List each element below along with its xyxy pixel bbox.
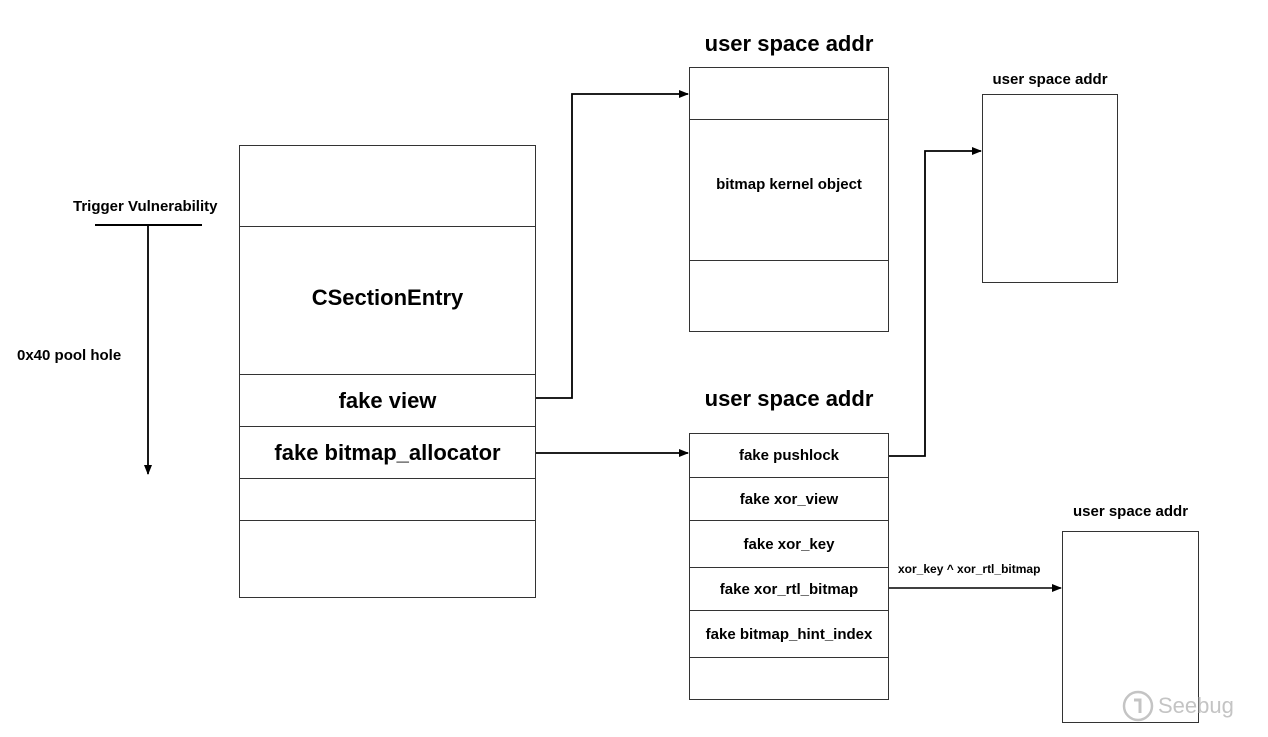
mid-user-space-title: user space addr xyxy=(704,386,874,411)
mid-user-cell-fake-xor-rtl-bitmap: fake xor_rtl_bitmap xyxy=(690,567,888,610)
right-top-user-space-block xyxy=(982,94,1118,283)
pool-cell-empty-1 xyxy=(240,478,535,520)
top-user-space-block: bitmap kernel object xyxy=(689,67,889,332)
top-user-cell-0 xyxy=(690,68,888,119)
top-user-space-title: user space addr xyxy=(704,31,874,56)
right-bottom-user-space-title: user space addr xyxy=(1072,503,1189,520)
pool-hole-label: 0x40 pool hole xyxy=(17,347,122,364)
pool-cell-fake-bitmap-allocator: fake bitmap_allocator xyxy=(240,426,535,478)
pool-cell-header xyxy=(240,146,535,226)
fake-pushlock-arrow xyxy=(889,147,982,457)
mid-user-space-block: fake pushlock fake xor_view fake xor_key… xyxy=(689,433,889,700)
right-top-user-space-title: user space addr xyxy=(992,71,1108,88)
mid-user-cell-fake-pushlock: fake pushlock xyxy=(738,447,840,464)
mid-user-cell-empty xyxy=(690,657,888,699)
fake-view-arrow xyxy=(536,90,689,399)
pool-block: CSectionEntry fake view fake bitmap_allo… xyxy=(239,145,536,598)
right-bottom-user-space-block xyxy=(1062,531,1199,723)
top-user-cell-bitmap-kernel-object: bitmap kernel object xyxy=(690,119,888,260)
mid-user-cell-fake-xor-key: fake xor_key xyxy=(690,520,888,567)
mid-user-cell-fake-bitmap-hint-index: fake bitmap_hint_index xyxy=(690,610,888,657)
trigger-vulnerability-label: Trigger Vulnerability xyxy=(73,198,218,215)
watermark-text: Seebug xyxy=(1158,693,1234,718)
seebug-watermark: Seebug xyxy=(1122,690,1234,722)
top-user-cell-2 xyxy=(690,260,888,331)
xor-arrow-label: xor_key ^ xor_rtl_bitmap xyxy=(898,562,1041,576)
seebug-logo-icon xyxy=(1122,690,1154,722)
pool-cell-empty-2 xyxy=(240,520,535,597)
mid-user-cell-fake-xor-view: fake xor_view xyxy=(690,477,888,520)
pool-cell-csectionentry: CSectionEntry xyxy=(240,226,535,374)
pool-cell-fake-view: fake view xyxy=(240,374,535,426)
